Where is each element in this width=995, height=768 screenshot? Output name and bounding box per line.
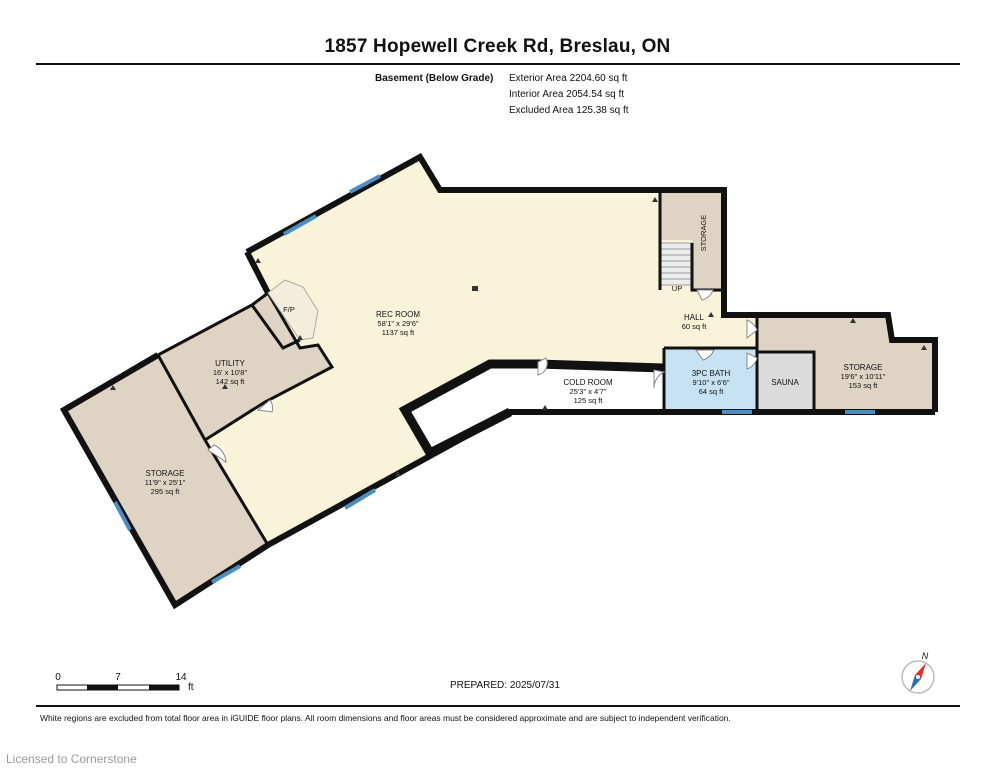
footer-divider <box>36 705 960 707</box>
cold-room-walls <box>398 359 665 459</box>
storage-left-area: 295 sq ft <box>151 487 181 496</box>
doors <box>207 289 758 463</box>
watermark: Licensed to Cornerstone <box>6 752 137 766</box>
scale-tick-0: 0 <box>55 672 61 683</box>
interior-area: Interior Area 2054.54 sq ft <box>509 89 625 100</box>
page-title: 1857 Hopewell Creek Rd, Breslau, ON <box>324 36 671 57</box>
storage-right-dims: 19'6" x 10'11" <box>841 372 886 381</box>
room-bath-label: 3PC BATH 9'10" x 6'6" 64 sq ft <box>692 369 731 396</box>
storage-left-dims: 11'9" x 25'1" <box>145 478 186 487</box>
room-storage-left-label: STORAGE 11'9" x 25'1" 295 sq ft <box>145 469 186 496</box>
compass-north: N <box>922 651 929 661</box>
room-storage-right-label: STORAGE 19'6" x 10'11" 153 sq ft <box>841 363 886 390</box>
utility-dims: 16' x 10'8" <box>213 368 248 377</box>
header-divider <box>36 63 960 65</box>
storage-left-name: STORAGE <box>146 469 185 478</box>
stairs <box>659 242 693 286</box>
utility-area: 142 sq ft <box>216 377 246 386</box>
rec-room-fill <box>205 157 757 545</box>
cold-room-dims: 25'3" x 4'7" <box>570 387 607 396</box>
scale-tick-7: 7 <box>115 672 121 683</box>
rec-room-dims: 58'1" x 29'6" <box>377 319 418 328</box>
sauna-name: SAUNA <box>771 378 799 387</box>
bath-dims: 9'10" x 6'6" <box>693 378 730 387</box>
scale-unit: ft <box>188 682 194 693</box>
level-label: Basement (Below Grade) <box>375 73 494 84</box>
storage-right-name: STORAGE <box>844 363 883 372</box>
cold-room-area: 125 sq ft <box>574 396 604 405</box>
storage-left-fill <box>64 355 268 605</box>
interior-walls <box>156 193 816 546</box>
room-cold-room-label: COLD ROOM 25'3" x 4'7" 125 sq ft <box>563 378 613 405</box>
excluded-area: Excluded Area 125.38 sq ft <box>509 105 629 116</box>
stairs-up-label: UP <box>672 284 682 293</box>
area-values: Exterior Area 2204.60 sq ft Interior Are… <box>509 71 629 119</box>
scale-bar: 0 7 14 ft <box>55 672 194 693</box>
bath-area: 64 sq ft <box>699 387 725 396</box>
rec-room-name: REC ROOM <box>376 310 420 319</box>
storage-right-area: 153 sq ft <box>849 381 879 390</box>
hall-name: HALL <box>684 313 705 322</box>
bath-name: 3PC BATH <box>692 369 731 378</box>
windows <box>113 174 875 584</box>
footnote: White regions are excluded from total fl… <box>40 713 731 723</box>
prepared-date: PREPARED: 2025/07/31 <box>450 680 560 691</box>
room-rec-room-label: REC ROOM 58'1" x 29'6" 1137 sq ft <box>376 310 420 337</box>
storage-small-name: STORAGE <box>699 215 708 252</box>
sauna-fill <box>757 352 814 412</box>
fireplace-label: F/P <box>283 305 295 314</box>
exterior-area: Exterior Area 2204.60 sq ft <box>509 73 628 84</box>
cold-room-name: COLD ROOM <box>563 378 613 387</box>
utility-name: UTILITY <box>215 359 245 368</box>
photo-markers <box>110 197 927 476</box>
bath-fill <box>664 348 757 412</box>
rec-room-area: 1137 sq ft <box>382 328 415 337</box>
room-hall-label: HALL 60 sq ft <box>682 313 708 331</box>
hall-area: 60 sq ft <box>682 322 708 331</box>
room-utility-label: UTILITY 16' x 10'8" 142 sq ft <box>213 359 248 386</box>
compass-icon: N <box>901 651 935 694</box>
scale-tick-14: 14 <box>175 672 187 683</box>
